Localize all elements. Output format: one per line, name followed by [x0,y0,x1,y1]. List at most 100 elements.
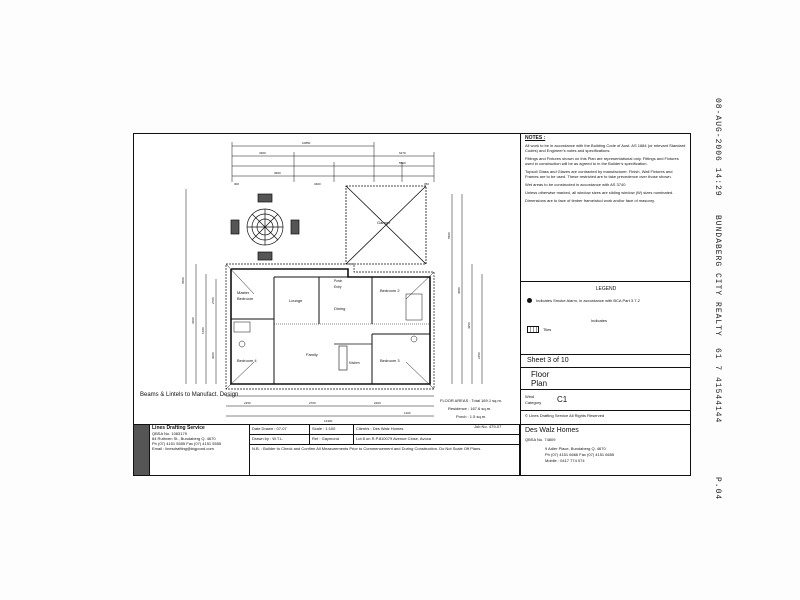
builder-address: 9 Adler Place, Bundaberg Q. 4670 [545,446,606,451]
ref-label: Ref : [312,436,321,441]
smoke-alarm-icon [527,298,532,303]
note-4: Wet areas to be constructed in accordanc… [525,182,626,187]
fax-sender: BUNDABERG CITY REALTY [713,215,722,337]
scale-cell: Scale : 1:100 [310,425,354,435]
bottom-title-block: Lines Drafting Service QBSA No. 1083179 … [134,424,520,476]
dim-top-5: 3600 [274,171,281,175]
firm-email: Email : linesdrafting@bigpond.com [152,446,214,451]
date-drawn-cell: Date Drawn : 07-07 [250,425,310,435]
dim-bottom-4: 2200 [374,401,381,405]
room-kitchen: Kitchen [349,361,360,365]
dim-left-2: 3600 [191,317,195,324]
wind-label: Wind [525,394,535,399]
legend-tiles: Tiles [543,327,552,332]
firm-logo [134,425,150,476]
floor-areas-total: FLOOR AREAS : Total 169.1 sq.m. [440,398,502,403]
fax-phone: 61 7 41544144 [713,348,722,424]
dim-right-4: 2450 [477,352,481,359]
room-entry: Entry [334,285,342,289]
wind-category-cell: Wind Category C1 [521,390,691,411]
residence-area: Residence : 167.6 sq.m. [448,406,491,411]
bottom-dimension-lines [226,395,434,417]
room-bedroom-2: Bedroom 2 [380,288,400,293]
fax-datetime: 08-AUG-2006 14:29 [713,98,722,197]
note-3: Topsoil Glass and Glazes are contracted … [525,169,673,179]
client-value: Des Walz Homes [372,426,404,431]
scale-label: Scale : [312,426,325,431]
dim-bottom-3: 2700 [309,401,316,405]
builder-mobile: Mobile : 0417 774 074 [545,458,585,463]
firm-name: Lines Drafting Service [152,425,205,431]
room-bedroom-3: Bedroom 3 [380,358,400,363]
dim-right-1: 6500 [447,232,451,239]
dim-left-5: 3000 [211,352,215,359]
drawn-by-value: W.T.L. [272,436,284,441]
dim-bottom-5: 1100 [404,411,411,415]
note-6: Dimensions are to face of timber frame/s… [525,198,655,203]
plan-title: Floor Plan [521,368,691,390]
floor-plan-svg: 10850 4360 6270 5500 3600 300 3400 350 [140,141,502,423]
dim-top-8: 350 [424,182,429,186]
room-porch: Porch [334,279,343,283]
room-lounge: Lounge [289,298,303,303]
note-1: All work to be in accordance with the Bu… [525,143,686,153]
dim-bottom-2: 2150 [244,401,251,405]
legend-indicates: Indicates [591,318,608,323]
drawn-by-cell: Drawn by : W.T.L. [250,435,310,445]
garage-outline [345,185,427,265]
room-family: Family [306,352,318,357]
room-master-2: Bedroom [237,296,254,301]
tiles-swatch-icon [527,326,539,333]
firm-address: 84 Ruthven St., Bundaberg Q. 4670 [152,436,216,441]
house-outline [225,263,435,390]
top-dimension-lines [231,142,435,182]
notes-title: NOTES : [525,135,546,141]
dim-top-4: 5500 [399,161,406,165]
legend-panel: LEGEND Indicates Smoke Alarm, in accorda… [521,282,691,355]
notes-panel: NOTES : All work to be in accordance wit… [521,134,691,282]
copyright-cell: © Lines Drafting Service All Rights Rese… [521,410,691,425]
dim-top-1: 10850 [302,141,311,145]
firm-license: QBSA No. 1083179 [152,431,187,436]
dim-top-6: 300 [234,182,239,186]
room-bedroom-4: Bedroom 4 [237,358,257,363]
ref-cell: Ref : Gaymond [310,435,354,445]
porch-area: Porch : 1.5 sq.m. [456,414,486,419]
builder-phone: Ph (07) 4151 6666 Fax (07) 4151 6655 [545,452,615,457]
dim-left-1: 6500 [181,277,185,284]
category-label: Category [525,400,542,405]
dim-top-2: 4360 [259,151,266,155]
side-dimension-lines [185,189,483,384]
room-garage: Garage [377,220,391,225]
beams-note: Beams & Lintels to Manufact. Design [140,392,238,398]
drawing-sheet: 10850 4360 6270 5500 3600 300 3400 350 [133,133,691,476]
ref-value: Gaymond [321,436,339,441]
room-dining: Dining [334,306,345,311]
note-5: Unless otherwise marked, all window size… [525,190,674,195]
builder-check-note: N.B. : Builder to Check and Confirm All … [250,445,520,476]
drawn-by-label: Drawn by : [252,436,272,441]
client-label: Client/s : [356,426,372,431]
note-2: Fittings and Fixtures shown on this Plan… [525,156,679,166]
dim-top-7: 3400 [314,182,321,186]
rotary-clothesline-icon [230,193,300,261]
date-drawn-value: 07-07 [276,426,287,431]
firm-details: Lines Drafting Service QBSA No. 1083179 … [150,425,250,476]
builder-name: Des Walz Homes [525,427,579,434]
dim-left-4: 2700 [211,297,215,304]
dim-right-2: 4080 [457,287,461,294]
plan-title-line-2: Plan [531,379,548,388]
job-number: Job No. 479-07 [474,424,502,429]
legend-smoke-alarm: Indicates Smoke Alarm, in accordance wit… [536,298,640,303]
copyright-text: © Lines Drafting Service All Rights Rese… [525,413,605,418]
date-drawn-label: Date Drawn : [252,426,276,431]
sheet-number: Sheet 3 of 10 [521,354,691,368]
plan-title-line-1: Floor [531,370,550,379]
right-title-block: NOTES : All work to be in accordance wit… [520,134,691,475]
dim-right-3: 4950 [467,322,471,329]
site-address: Lot 8 on R.P.810079 Avenue Close, Avoca [354,435,520,445]
client-cell: Client/s : Des Walz Homes [354,425,520,435]
firm-phone: Ph (07) 4151 5555 Fax (07) 4151 5555 [152,441,222,446]
builder-block: Des Walz Homes QBSA No. 74809 9 Adler Pl… [521,424,691,475]
